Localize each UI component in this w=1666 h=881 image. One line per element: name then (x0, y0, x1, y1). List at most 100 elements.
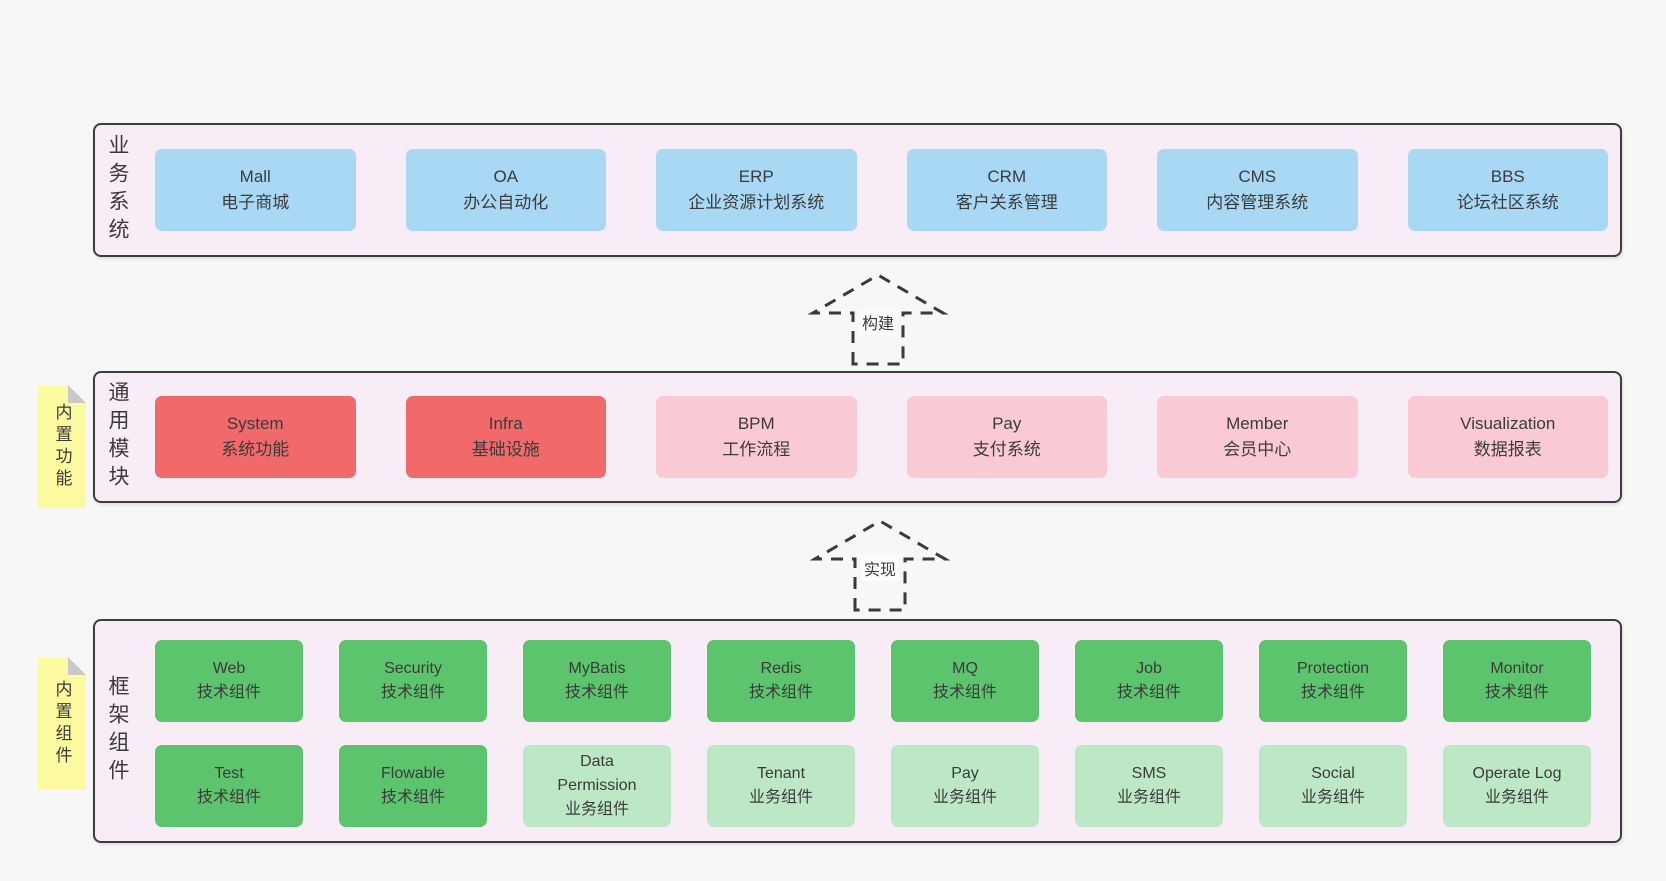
box-title: Visualization (1460, 414, 1556, 433)
box-title: CRM (987, 167, 1027, 186)
box-operate-log: Operate Log 业务组件 (1443, 745, 1591, 827)
box-monitor: Monitor 技术组件 (1443, 640, 1591, 722)
box-subtitle: 内容管理系统 (1206, 193, 1309, 212)
box-tenant: Tenant 业务组件 (707, 745, 855, 827)
box-mybatis: MyBatis 技术组件 (523, 640, 671, 722)
box-title: Monitor (1490, 660, 1544, 677)
box-title: Pay (951, 765, 979, 782)
box-subtitle: 工作流程 (722, 440, 791, 459)
box-title: MyBatis (568, 660, 626, 677)
box-system: System 系统功能 (155, 396, 356, 478)
arrow-up-icon (808, 273, 948, 366)
arrow-implement-label: 实现 (860, 555, 900, 581)
sticky-label: 内置组件 (52, 679, 72, 768)
box-subtitle: 技术组件 (380, 789, 445, 806)
box-subtitle: 业务组件 (1484, 789, 1549, 806)
panel-framework-components: 框架组件 Web 技术组件 Security 技术组件 MyBatis 技术组件… (93, 619, 1622, 843)
business-box-row: Mall 电子商城 OA 办公自动化 ERP 企业资源计划系统 CRM 客户关系… (155, 149, 1608, 231)
box-mq: MQ 技术组件 (891, 640, 1039, 722)
box-title: CMS (1238, 167, 1277, 186)
arrow-build-label: 构建 (858, 309, 898, 335)
box-title: BBS (1490, 167, 1525, 186)
box-title: Protection (1296, 660, 1370, 677)
sticky-built-in-components: 内置组件 (38, 657, 86, 790)
box-subtitle: 论坛社区系统 (1456, 193, 1559, 212)
box-title: Infra (488, 414, 523, 433)
box-social: Social 业务组件 (1259, 745, 1407, 827)
box-test: Test 技术组件 (155, 745, 303, 827)
box-title: Flowable (380, 765, 446, 782)
box-title: Data Permission (557, 753, 637, 794)
box-bbs: BBS 论坛社区系统 (1407, 149, 1608, 231)
box-title: BPM (737, 414, 775, 433)
box-subtitle: 业务组件 (564, 801, 629, 818)
box-subtitle: 技术组件 (1300, 684, 1365, 701)
box-title: Tenant (756, 765, 806, 782)
box-subtitle: 技术组件 (196, 684, 261, 701)
panel-business-systems: 业务系统 Mall 电子商城 OA 办公自动化 ERP 企业资源计划系统 CRM… (93, 123, 1622, 257)
box-erp: ERP 企业资源计划系统 (656, 149, 857, 231)
panel-common-modules: 通用模块 System 系统功能 Infra 基础设施 BPM 工作流程 Pay… (93, 371, 1622, 503)
modules-box-row: System 系统功能 Infra 基础设施 BPM 工作流程 Pay 支付系统… (155, 396, 1608, 478)
box-subtitle: 技术组件 (380, 684, 445, 701)
box-subtitle: 基础设施 (471, 440, 540, 459)
box-redis: Redis 技术组件 (707, 640, 855, 722)
box-data-permission: Data Permission 业务组件 (523, 745, 671, 827)
box-subtitle: 业务组件 (932, 789, 997, 806)
box-web: Web 技术组件 (155, 640, 303, 722)
box-title: Security (384, 660, 442, 677)
box-subtitle: 企业资源计划系统 (688, 193, 825, 212)
sticky-label: 内置功能 (52, 402, 72, 491)
box-subtitle: 电子商城 (221, 193, 290, 212)
box-subtitle: 数据报表 (1473, 440, 1542, 459)
box-title: Web (212, 660, 246, 677)
box-subtitle: 系统功能 (221, 440, 290, 459)
box-pay-module: Pay 支付系统 (906, 396, 1107, 478)
box-title: MQ (952, 660, 978, 677)
box-title: Pay (992, 414, 1022, 433)
box-subtitle: 业务组件 (1116, 789, 1181, 806)
box-title: Operate Log (1472, 765, 1562, 782)
box-title: ERP (738, 167, 774, 186)
sticky-built-in-features: 内置功能 (38, 385, 86, 508)
folded-corner-icon (68, 385, 86, 403)
folded-corner-icon (68, 657, 86, 675)
box-security: Security 技术组件 (339, 640, 487, 722)
box-title: SMS (1131, 765, 1167, 782)
arrow-up-build: 构建 (808, 272, 948, 366)
box-oa: OA 办公自动化 (405, 149, 606, 231)
box-subtitle: 办公自动化 (463, 193, 549, 212)
box-crm: CRM 客户关系管理 (906, 149, 1107, 231)
box-subtitle: 客户关系管理 (955, 193, 1058, 212)
box-subtitle: 技术组件 (1116, 684, 1181, 701)
box-title: System (226, 414, 284, 433)
box-subtitle: 技术组件 (932, 684, 997, 701)
box-title: Member (1226, 414, 1289, 433)
box-title: Redis (760, 660, 802, 677)
box-subtitle: 技术组件 (748, 684, 813, 701)
box-title: Mall (239, 167, 271, 186)
box-subtitle: 技术组件 (1484, 684, 1549, 701)
box-subtitle: 会员中心 (1223, 440, 1292, 459)
box-sms: SMS 业务组件 (1075, 745, 1223, 827)
arrow-up-icon (810, 519, 950, 612)
box-mall: Mall 电子商城 (155, 149, 356, 231)
box-member: Member 会员中心 (1157, 396, 1358, 478)
box-subtitle: 技术组件 (196, 789, 261, 806)
box-subtitle: 支付系统 (972, 440, 1041, 459)
box-subtitle: 业务组件 (748, 789, 813, 806)
panel-business-systems-label: 业务系统 (106, 134, 129, 246)
box-infra: Infra 基础设施 (405, 396, 606, 478)
panel-framework-components-label: 框架组件 (106, 675, 129, 787)
arrow-up-implement: 实现 (810, 518, 950, 612)
box-title: OA (493, 167, 519, 186)
box-job: Job 技术组件 (1075, 640, 1223, 722)
box-protection: Protection 技术组件 (1259, 640, 1407, 722)
box-flowable: Flowable 技术组件 (339, 745, 487, 827)
box-title: Test (214, 765, 244, 782)
box-title: Job (1136, 660, 1162, 677)
box-title: Social (1311, 765, 1355, 782)
box-pay-component: Pay 业务组件 (891, 745, 1039, 827)
components-box-row-1: Web 技术组件 Security 技术组件 MyBatis 技术组件 Redi… (155, 640, 1591, 722)
